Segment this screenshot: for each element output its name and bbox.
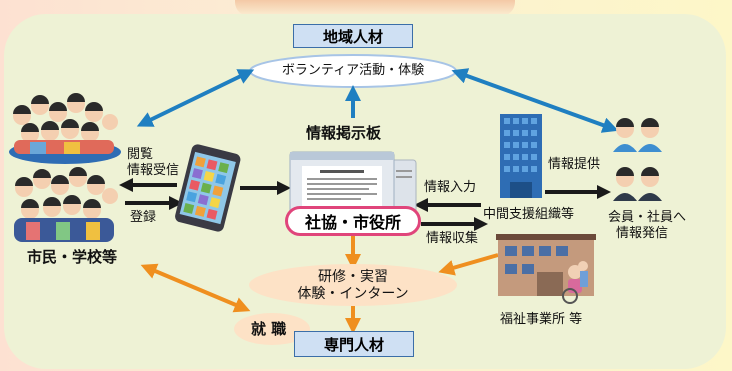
regional-talent-box: 地域人材 <box>293 24 413 48</box>
members-label: 会員・社員へ <box>608 210 687 225</box>
board-title: 情報掲示板 <box>306 124 382 142</box>
employment-label: 就 職 <box>251 320 287 338</box>
office-building-icon <box>500 114 542 198</box>
specialist-talent-box: 専門人材 <box>294 331 414 357</box>
welfare-facility-icon <box>496 234 596 304</box>
council-office-label: 社協・市役所 <box>304 213 401 232</box>
info-provide-label: 情報提供 <box>548 157 601 172</box>
top-tab-decoration <box>235 0 515 16</box>
intermediate-org-label: 中間支援組織等 <box>483 207 575 222</box>
training-label: 研修・実習 <box>318 269 388 285</box>
employment-ellipse <box>234 313 310 345</box>
arrow-volunteer-citizens <box>136 69 255 127</box>
browse-label: 閲覧 <box>127 147 154 162</box>
specialist-talent-label: 専門人材 <box>323 335 384 354</box>
register-label: 登録 <box>130 210 157 225</box>
arrow-citizens-employment <box>140 263 251 313</box>
members-employees-icon <box>613 118 662 201</box>
intern-label: 体験・インターン <box>297 286 409 302</box>
info-input-label: 情報入力 <box>424 180 477 195</box>
dispatch-label: 情報発信 <box>616 226 669 241</box>
info-collect-label: 情報収集 <box>426 231 479 246</box>
citizens-group-bottom-icon <box>14 167 118 242</box>
council-office-box: 社協・市役所 <box>285 206 421 236</box>
arrow-welfare-training <box>438 253 499 276</box>
volunteer-label: ボランティア活動・体験 <box>281 63 425 78</box>
training-ellipse <box>249 264 457 306</box>
citizens-schools-label: 市民・学校等 <box>27 248 118 266</box>
receive-label: 情報受信 <box>127 163 180 178</box>
arrow-volunteer-members <box>451 68 619 133</box>
smartphone-icon <box>175 144 241 232</box>
citizens-group-top-icon <box>9 93 121 164</box>
welfare-facility-label: 福祉事業所 等 <box>500 312 583 327</box>
regional-talent-label: 地域人材 <box>322 27 383 46</box>
